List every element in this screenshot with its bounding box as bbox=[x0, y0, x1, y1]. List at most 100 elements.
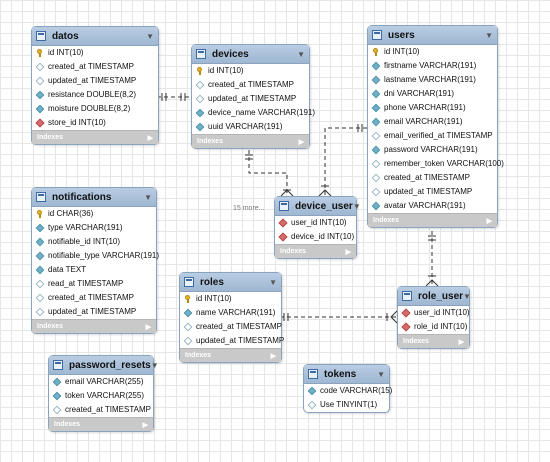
chevron-down-icon[interactable]: ▼ bbox=[269, 277, 277, 287]
table-header[interactable]: device_user ▼ bbox=[275, 197, 361, 216]
table-password-resets[interactable]: password_resets ▼ email VARCHAR(255) tok… bbox=[48, 355, 159, 432]
more-columns-label[interactable]: 15 more... bbox=[233, 205, 265, 212]
table-header[interactable]: devices ▼ bbox=[192, 45, 309, 64]
chevron-down-icon[interactable]: ▼ bbox=[297, 49, 305, 59]
column-row[interactable]: type VARCHAR(191) bbox=[32, 221, 156, 235]
column-row[interactable]: moisture DOUBLE(8,2) bbox=[32, 102, 158, 116]
column-label: id INT(10) bbox=[48, 48, 84, 57]
column-row[interactable]: created_at TIMESTAMP bbox=[49, 403, 153, 417]
table-icon bbox=[308, 369, 318, 379]
table-datos[interactable]: datos ▼ id INT(10) created_at TIMESTAMP … bbox=[31, 26, 159, 145]
table-icon bbox=[36, 31, 46, 41]
column-row[interactable]: id INT(10) bbox=[192, 64, 309, 78]
table-roles[interactable]: roles ▼ id INT(10) name VARCHAR(191) cre… bbox=[179, 272, 284, 363]
column-row[interactable]: uuid VARCHAR(191) bbox=[192, 120, 309, 134]
chevron-down-icon[interactable]: ▼ bbox=[146, 31, 154, 41]
column-row[interactable]: password VARCHAR(191) bbox=[368, 143, 497, 157]
column-list: id INT(10) firstname VARCHAR(191) lastna… bbox=[368, 45, 504, 213]
column-row[interactable]: notifiable_type VARCHAR(191) bbox=[32, 249, 159, 263]
table-devices[interactable]: devices ▼ id INT(10) created_at TIMESTAM… bbox=[191, 44, 315, 149]
table-header[interactable]: roles ▼ bbox=[180, 273, 281, 292]
table-name: password_resets bbox=[69, 359, 151, 371]
indexes-footer[interactable]: Indexes▶ bbox=[32, 319, 156, 333]
column-label: user_id INT(10) bbox=[414, 308, 470, 317]
column-row[interactable]: store_id INT(10) bbox=[32, 116, 158, 130]
column-row[interactable]: updated_at TIMESTAMP bbox=[192, 92, 309, 106]
column-row[interactable]: updated_at TIMESTAMP bbox=[180, 334, 284, 348]
indexes-footer[interactable]: Indexes▶ bbox=[32, 130, 158, 144]
column-row[interactable]: user_id INT(10) bbox=[398, 306, 470, 320]
column-row[interactable]: id INT(10) bbox=[32, 46, 158, 60]
column-row[interactable]: email VARCHAR(255) bbox=[49, 375, 153, 389]
column-row[interactable]: firstname VARCHAR(191) bbox=[368, 59, 497, 73]
column-row[interactable]: role_id INT(10) bbox=[398, 320, 469, 334]
column-row[interactable]: id CHAR(36) bbox=[32, 207, 156, 221]
column-label: user_id INT(10) bbox=[291, 218, 347, 227]
table-tokens[interactable]: tokens ▼ code VARCHAR(15) Use TINYINT(1) bbox=[303, 364, 392, 413]
column-row[interactable]: code VARCHAR(15) bbox=[304, 384, 392, 398]
indexes-footer[interactable]: Indexes▶ bbox=[180, 348, 281, 362]
column-label: id INT(10) bbox=[384, 47, 420, 56]
chevron-down-icon[interactable]: ▼ bbox=[352, 201, 361, 211]
column-row[interactable]: created_at TIMESTAMP bbox=[192, 78, 309, 92]
column-row[interactable]: resistance DOUBLE(8,2) bbox=[32, 88, 158, 102]
table-header[interactable]: datos ▼ bbox=[32, 27, 158, 46]
chevron-down-icon[interactable]: ▼ bbox=[485, 30, 493, 40]
chevron-down-icon[interactable]: ▼ bbox=[377, 369, 385, 379]
nullable-column-icon bbox=[371, 131, 381, 141]
indexes-footer[interactable]: Indexes▶ bbox=[368, 213, 497, 227]
column-row[interactable]: updated_at TIMESTAMP bbox=[32, 305, 156, 319]
column-row[interactable]: Use TINYINT(1) bbox=[304, 398, 389, 412]
indexes-footer[interactable]: Indexes▶ bbox=[275, 244, 356, 258]
table-role-user[interactable]: role_user ▼ user_id INT(10) role_id INT(… bbox=[397, 286, 471, 349]
column-label: password VARCHAR(191) bbox=[384, 145, 478, 154]
table-header[interactable]: tokens ▼ bbox=[304, 365, 389, 384]
column-row[interactable]: device_name VARCHAR(191) bbox=[192, 106, 315, 120]
column-row[interactable]: notifiable_id INT(10) bbox=[32, 235, 156, 249]
column-row[interactable]: phone VARCHAR(191) bbox=[368, 101, 497, 115]
table-header[interactable]: notifications ▼ bbox=[32, 188, 156, 207]
chevron-down-icon[interactable]: ▼ bbox=[144, 192, 152, 202]
column-row[interactable]: id INT(10) bbox=[368, 45, 497, 59]
column-row[interactable]: remember_token VARCHAR(100) bbox=[368, 157, 504, 171]
column-row[interactable]: dni VARCHAR(191) bbox=[368, 87, 497, 101]
table-device-user[interactable]: device_user ▼ user_id INT(10) device_id … bbox=[274, 196, 361, 259]
column-row[interactable]: email VARCHAR(191) bbox=[368, 115, 497, 129]
column-row[interactable]: created_at TIMESTAMP bbox=[32, 60, 158, 74]
table-header[interactable]: role_user ▼ bbox=[398, 287, 471, 306]
chevron-down-icon[interactable]: ▼ bbox=[463, 291, 471, 301]
column-row[interactable]: created_at TIMESTAMP bbox=[180, 320, 282, 334]
indexes-footer[interactable]: Indexes▶ bbox=[192, 134, 309, 148]
column-row[interactable]: lastname VARCHAR(191) bbox=[368, 73, 497, 87]
column-label: updated_at TIMESTAMP bbox=[48, 76, 137, 85]
chevron-right-icon: ▶ bbox=[270, 352, 276, 360]
column-label: moisture DOUBLE(8,2) bbox=[48, 104, 131, 113]
indexes-footer[interactable]: Indexes▶ bbox=[398, 334, 469, 348]
column-row[interactable]: user_id INT(10) bbox=[275, 216, 356, 230]
table-notifications[interactable]: notifications ▼ id CHAR(36) type VARCHAR… bbox=[31, 187, 159, 334]
not-null-column-icon bbox=[371, 89, 381, 99]
column-row[interactable]: id INT(10) bbox=[180, 292, 281, 306]
column-row[interactable]: created_at TIMESTAMP bbox=[32, 291, 156, 305]
nullable-column-icon bbox=[35, 307, 45, 317]
not-null-column-icon bbox=[371, 145, 381, 155]
column-row[interactable]: created_at TIMESTAMP bbox=[368, 171, 497, 185]
table-header[interactable]: password_resets ▼ bbox=[49, 356, 159, 375]
column-row[interactable]: updated_at TIMESTAMP bbox=[368, 185, 497, 199]
column-row[interactable]: device_id INT(10) bbox=[275, 230, 356, 244]
column-row[interactable]: data TEXT bbox=[32, 263, 156, 277]
column-list: user_id INT(10) device_id INT(10) bbox=[275, 216, 356, 244]
chevron-right-icon: ▶ bbox=[145, 323, 151, 331]
column-row[interactable]: read_at TIMESTAMP bbox=[32, 277, 156, 291]
column-row[interactable]: updated_at TIMESTAMP bbox=[32, 74, 158, 88]
table-users[interactable]: users ▼ id INT(10) firstname VARCHAR(191… bbox=[367, 25, 504, 228]
foreign-key-icon bbox=[401, 322, 411, 332]
chevron-down-icon[interactable]: ▼ bbox=[150, 360, 159, 370]
column-row[interactable]: token VARCHAR(255) bbox=[49, 389, 153, 403]
column-row[interactable]: email_verified_at TIMESTAMP bbox=[368, 129, 497, 143]
table-header[interactable]: users ▼ bbox=[368, 26, 497, 45]
indexes-footer[interactable]: Indexes▶ bbox=[49, 417, 153, 431]
column-row[interactable]: avatar VARCHAR(191) bbox=[368, 199, 497, 213]
nullable-column-icon bbox=[195, 80, 205, 90]
column-row[interactable]: name VARCHAR(191) bbox=[180, 306, 281, 320]
